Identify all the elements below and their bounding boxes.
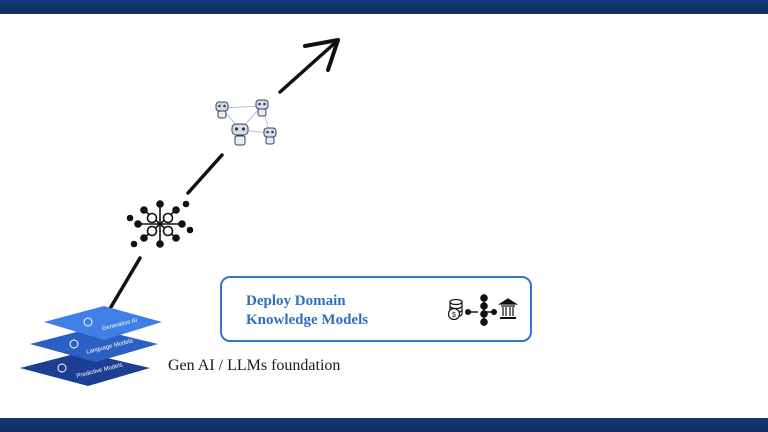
- arrow-head-icon: [303, 38, 340, 72]
- robot-icon: [215, 101, 229, 119]
- layer-generative: Generative AI: [44, 306, 162, 340]
- layer-predictive: Predictive Models: [20, 352, 150, 386]
- node-graph-icon: [465, 294, 497, 326]
- top-band: [0, 0, 768, 14]
- neural-network-icon: [126, 200, 194, 248]
- path-segment-3: [278, 40, 338, 94]
- bottom-band: [0, 418, 768, 432]
- path-segment-2: [186, 153, 224, 195]
- deploy-icons: $: [447, 294, 519, 326]
- deploy-title-line1: Deploy Domain: [246, 293, 346, 309]
- coins-icon: $: [447, 298, 463, 321]
- bank-icon: [497, 298, 519, 319]
- robot-icon: [231, 123, 249, 146]
- deploy-title-line2: Knowledge Models: [246, 312, 369, 328]
- foundation-label: Gen AI / LLMs foundation: [168, 357, 341, 374]
- foundation-stack: Predictive Models Language Models Genera…: [20, 306, 162, 386]
- deploy-box: Deploy Domain Knowledge Models $: [220, 276, 532, 342]
- robot-icon: [255, 99, 269, 117]
- path-segment-1: [106, 256, 142, 314]
- robot-agents-icon: [215, 99, 277, 146]
- robot-icon: [263, 127, 277, 145]
- deploy-title: Deploy Domain Knowledge Models: [246, 292, 368, 330]
- svg-text:$: $: [452, 312, 456, 319]
- growth-path: [106, 40, 338, 314]
- layer-language: Language Models: [30, 328, 158, 362]
